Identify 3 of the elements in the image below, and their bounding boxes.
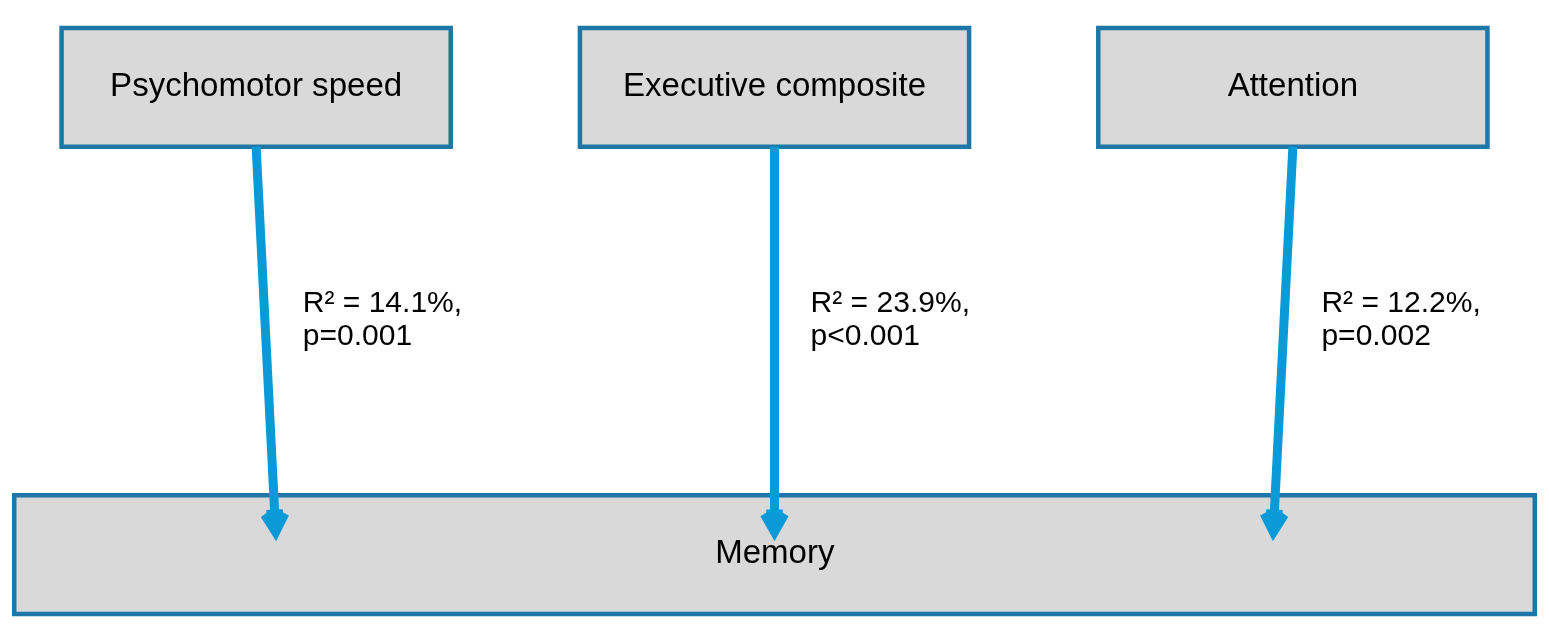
edge-label: R² = 14.1%, p=0.001 [302, 284, 463, 351]
edge-label: R² = 23.9%, p<0.001 [810, 284, 971, 351]
edge-label: R² = 12.2%, p=0.002 [1321, 284, 1481, 351]
